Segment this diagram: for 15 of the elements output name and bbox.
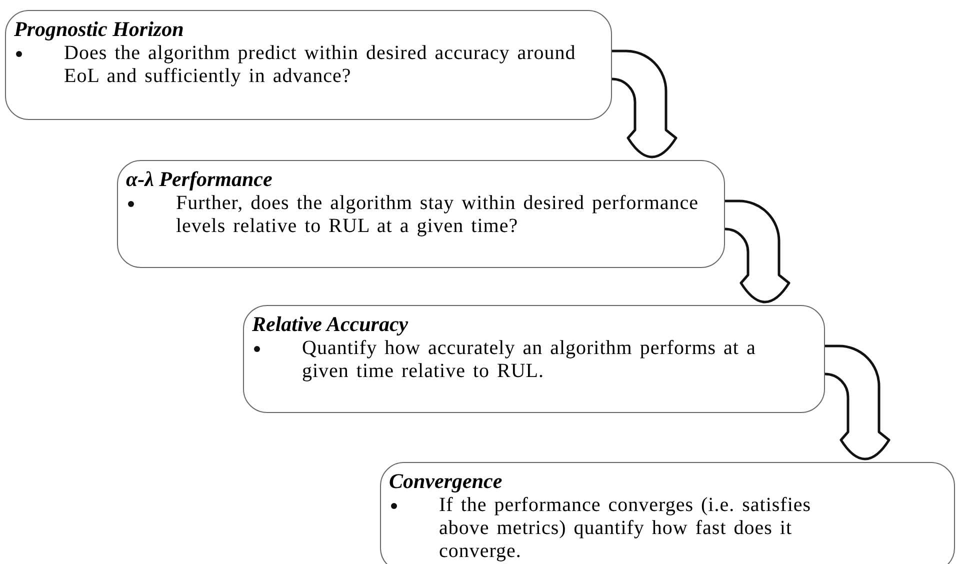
node-text: Further, does the algorithm stay within desired performance levels relative to RUL at a given time? — [176, 192, 700, 238]
curved-block-arrow — [824, 344, 890, 460]
curved-block-arrow — [724, 200, 790, 304]
rounded-box — [243, 305, 825, 413]
node-text: If the performance converges (i.e. satisfies above metrics) quantify how fast does it converge. — [439, 494, 812, 563]
curved-block-arrow — [610, 50, 678, 158]
node-heading: α-λ Performance — [126, 167, 274, 191]
rounded-box — [380, 462, 955, 564]
node-heading: Prognostic Horizon — [14, 17, 185, 41]
node-text: Quantify how accurately an algorithm performs at a given time relative to RUL. — [302, 337, 757, 383]
node-heading: Convergence — [389, 469, 504, 493]
rounded-box — [117, 160, 725, 268]
node-heading: Relative Accuracy — [252, 312, 410, 336]
node-text: Does the algorithm predict within desired accuracy around EoL and sufficiently in advance? — [64, 42, 577, 88]
rounded-box — [5, 10, 612, 120]
